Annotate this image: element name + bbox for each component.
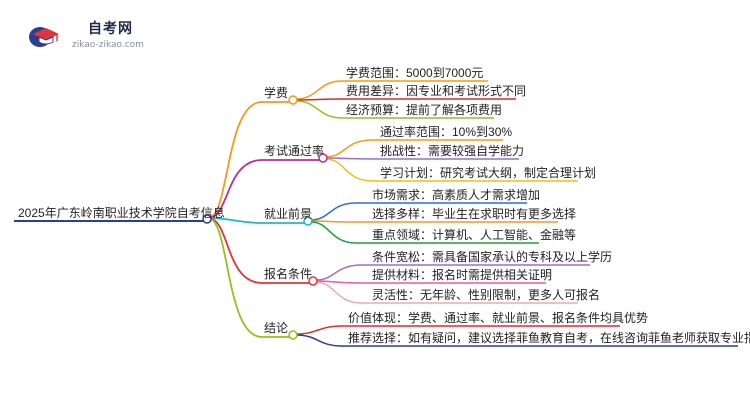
leaf-line [325, 139, 503, 158]
branch-node-dot [288, 95, 298, 105]
leaf-enrollment-flexibility: 灵活性：无年龄、性别限制，更多人可报名 [372, 288, 601, 302]
branch-node-dot [303, 216, 313, 226]
leaf-line [315, 280, 546, 284]
leaf-tuition-range: 学费范围：5000到7000元 [346, 66, 484, 80]
branch-pass-rate: 考试通过率 [264, 144, 325, 158]
leaf-enrollment-conditions: 条件宽松：需具备国家承认的专科及以上学历 [372, 250, 613, 264]
brand-name: 自考网 [88, 20, 133, 36]
leaf-line [295, 100, 494, 119]
branch-line-tuition [207, 101, 292, 219]
branch-node-dot [318, 153, 328, 163]
leaf-line [295, 325, 620, 335]
root-topic: 2025年广东岭南职业技术学院自考信息 [18, 206, 225, 220]
leaf-conclusion-value: 价值体现：学费、通过率、就业前景、报名条件均具优势 [348, 311, 649, 325]
branch-node-dot [288, 330, 298, 340]
leaf-employment-demand: 市场需求：高素质人才需求增加 [372, 188, 541, 202]
leaf-employment-choice: 选择多样：毕业生在求职时有更多选择 [372, 207, 577, 221]
branch-line-enrollment [207, 217, 312, 284]
leaf-line [295, 80, 488, 100]
brand-logo: 自考网 zikao-zikao.com [28, 14, 148, 54]
leaf-pass-range: 通过率范围：10%到30% [380, 125, 513, 139]
leaf-line [315, 264, 590, 281]
leaf-employment-fields: 重点领域：计算机、人工智能、金融等 [372, 228, 577, 242]
leaf-line [325, 158, 578, 182]
leaf-pass-challenge: 挑战性：需要较强自学能力 [380, 144, 525, 158]
graduation-cap-icon [29, 27, 59, 47]
leaf-line [295, 98, 516, 101]
leaf-line [310, 221, 539, 244]
root-node-dot [202, 214, 212, 224]
leaf-line [325, 157, 519, 160]
leaf-tuition-difference: 费用差异：因专业和考试形式不同 [346, 84, 527, 98]
branch-line-employment [207, 217, 307, 224]
branch-node-dot [308, 276, 318, 286]
leaf-line [315, 281, 578, 304]
leaf-pass-study-plan: 学习计划：研究考试大纲，制定合理计划 [380, 166, 597, 180]
leaf-line [310, 220, 558, 223]
leaf-conclusion-recommendation: 推荐选择：如有疑问，建议选择菲鱼教育自考，在线咨询菲鱼老师获取专业指导。 [348, 331, 750, 345]
branch-conclusion: 结论 [264, 321, 289, 335]
leaf-line [310, 202, 527, 221]
branch-line-pass-rate [207, 159, 322, 219]
brand-url: zikao-zikao.com [72, 40, 144, 50]
branch-enrollment: 报名条件 [264, 267, 313, 281]
branch-employment: 就业前景 [264, 207, 313, 221]
leaf-enrollment-materials: 提供材料：报名时需提供相关证明 [372, 268, 553, 282]
branch-line-conclusion [207, 217, 292, 338]
branch-tuition: 学费 [264, 86, 289, 100]
leaf-line [295, 334, 738, 347]
leaf-tuition-budget: 经济预算：提前了解各项费用 [346, 103, 503, 117]
